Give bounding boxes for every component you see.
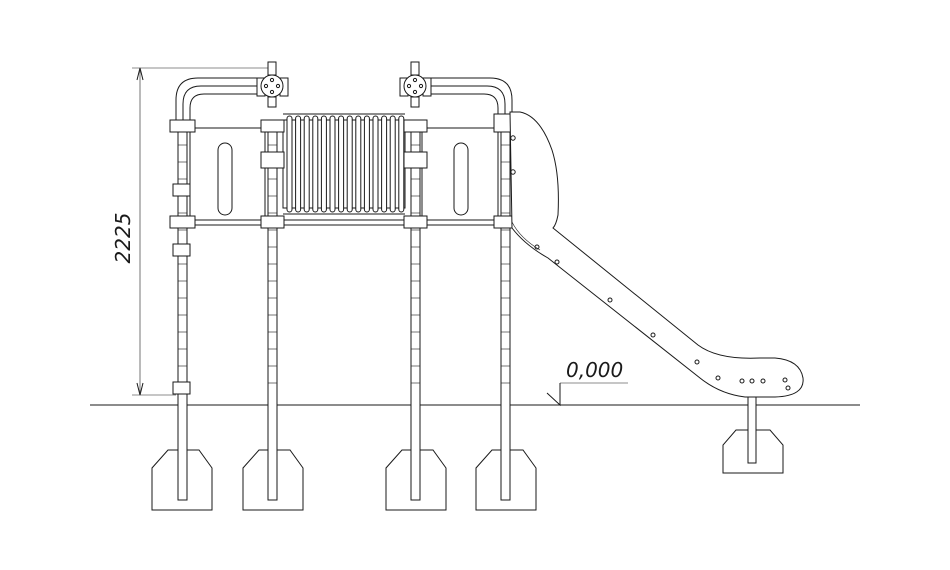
panel-left-slot bbox=[217, 142, 233, 216]
flange-right-neck bbox=[410, 96, 420, 108]
deck bbox=[175, 219, 515, 226]
flange-left-neck bbox=[267, 96, 277, 108]
clamp bbox=[169, 215, 196, 229]
flange-connectors bbox=[256, 61, 432, 108]
tunnel-rib bbox=[381, 115, 388, 213]
tunnel-rib bbox=[355, 115, 362, 213]
panel-right-slot bbox=[453, 142, 469, 216]
height-dimension: 2225 bbox=[111, 67, 268, 396]
tunnel-rib bbox=[372, 115, 379, 213]
bolt bbox=[269, 77, 275, 83]
clamp bbox=[403, 215, 428, 229]
tunnel-rib bbox=[295, 115, 302, 213]
clamp bbox=[172, 183, 191, 197]
tunnel-ribs bbox=[286, 115, 405, 213]
foundations bbox=[151, 429, 784, 511]
side-panels bbox=[189, 127, 499, 221]
tunnel-rib bbox=[320, 115, 327, 213]
ground-level-mark: 0,000 bbox=[546, 358, 628, 407]
slide-chute bbox=[509, 111, 804, 398]
bolt bbox=[275, 83, 281, 89]
slide bbox=[509, 111, 804, 398]
rail-left-outer bbox=[175, 77, 258, 128]
clamp bbox=[172, 381, 191, 395]
rail-right-inner bbox=[430, 93, 499, 128]
top-rails bbox=[175, 77, 513, 128]
bolt bbox=[412, 77, 418, 83]
rail-left-inner bbox=[189, 93, 258, 128]
clamp bbox=[172, 243, 191, 257]
rail-left-mid bbox=[182, 85, 258, 128]
slide-bolts bbox=[510, 135, 791, 391]
bolt bbox=[263, 83, 269, 89]
posts bbox=[177, 127, 757, 501]
clamp bbox=[260, 215, 285, 229]
post-3 bbox=[410, 127, 421, 501]
clamp bbox=[260, 119, 285, 133]
height-label: 2225 bbox=[111, 213, 135, 264]
bolt bbox=[412, 89, 418, 95]
tunnel-rib bbox=[346, 115, 353, 213]
dim-arrow-bottom bbox=[136, 382, 144, 396]
flange-left-cap bbox=[267, 61, 277, 76]
tunnel-rib bbox=[303, 115, 310, 213]
dim-arrow-top bbox=[136, 67, 144, 81]
tunnel-rib bbox=[329, 115, 336, 213]
bolt bbox=[269, 89, 275, 95]
tunnel-rib bbox=[286, 115, 293, 213]
clamp bbox=[403, 119, 428, 133]
flange-right-cap bbox=[410, 61, 420, 76]
bolt bbox=[406, 83, 412, 89]
tunnel-rib bbox=[363, 115, 370, 213]
rail-right-outer bbox=[430, 77, 513, 128]
post-2 bbox=[267, 127, 278, 501]
clamp bbox=[169, 119, 196, 133]
tunnel-rib bbox=[338, 115, 345, 213]
tunnel-rib bbox=[312, 115, 319, 213]
post-4 bbox=[500, 127, 511, 501]
bolt bbox=[418, 83, 424, 89]
tunnel-rib bbox=[389, 115, 396, 213]
tunnel-rib bbox=[398, 115, 405, 213]
crawl-tunnel bbox=[282, 113, 406, 215]
level-triangle bbox=[546, 383, 561, 407]
clamp bbox=[260, 151, 285, 169]
slide-edge-line bbox=[511, 221, 541, 251]
clamp bbox=[403, 151, 428, 169]
rail-right-mid bbox=[430, 85, 506, 128]
ground-level-label: 0,000 bbox=[566, 358, 623, 382]
